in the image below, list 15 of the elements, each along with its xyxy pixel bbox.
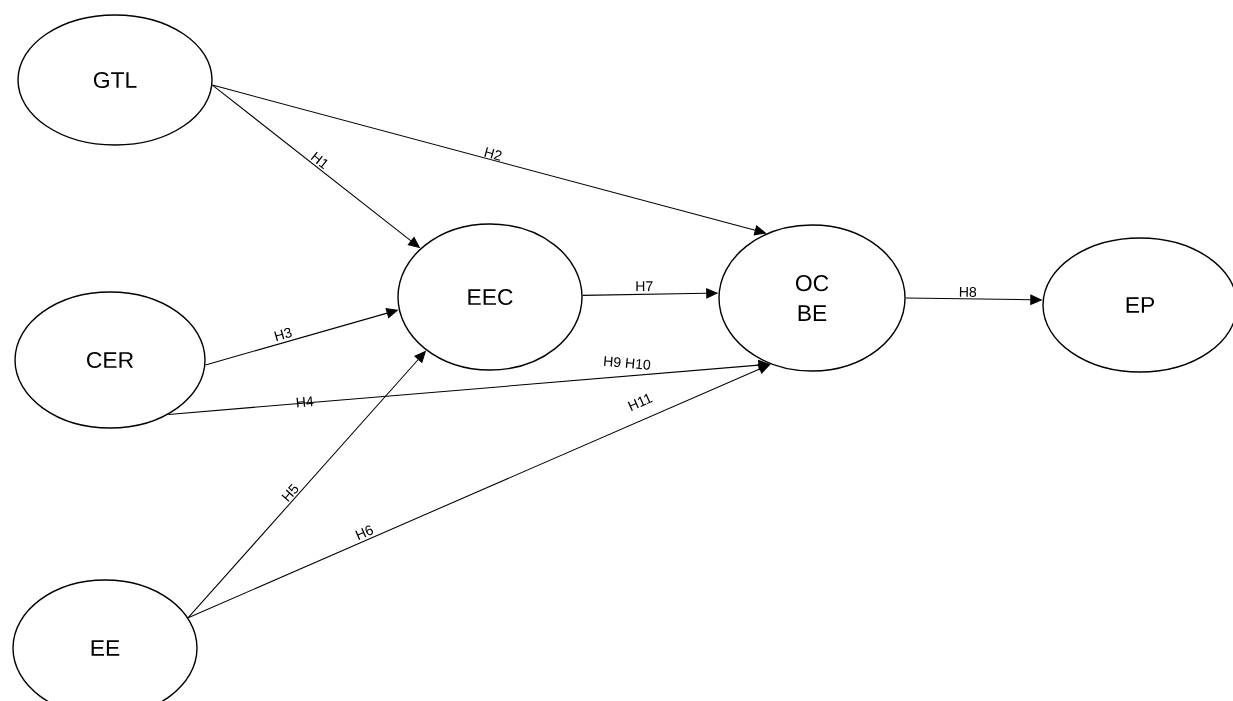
hypothesis-label: H11 <box>627 393 653 411</box>
hypothesis-label: H9 H10 <box>604 356 651 370</box>
edge-label: H6 <box>355 525 373 540</box>
edge-label: H4 <box>296 396 314 408</box>
ellipse-node: EEC <box>397 223 583 371</box>
ellipse-node: OC BE <box>718 224 906 372</box>
ellipse-node: CER <box>14 291 206 429</box>
ellipse-node: GTL <box>17 14 213 146</box>
arrow <box>211 84 767 236</box>
edge-label: H8 <box>959 287 977 297</box>
edge-label: H7 <box>636 281 653 291</box>
edge-label: H3 <box>274 327 292 342</box>
edge-label: H5 <box>281 483 299 502</box>
edge-label: H1 <box>310 151 328 170</box>
edge-label: H2 <box>484 147 502 161</box>
